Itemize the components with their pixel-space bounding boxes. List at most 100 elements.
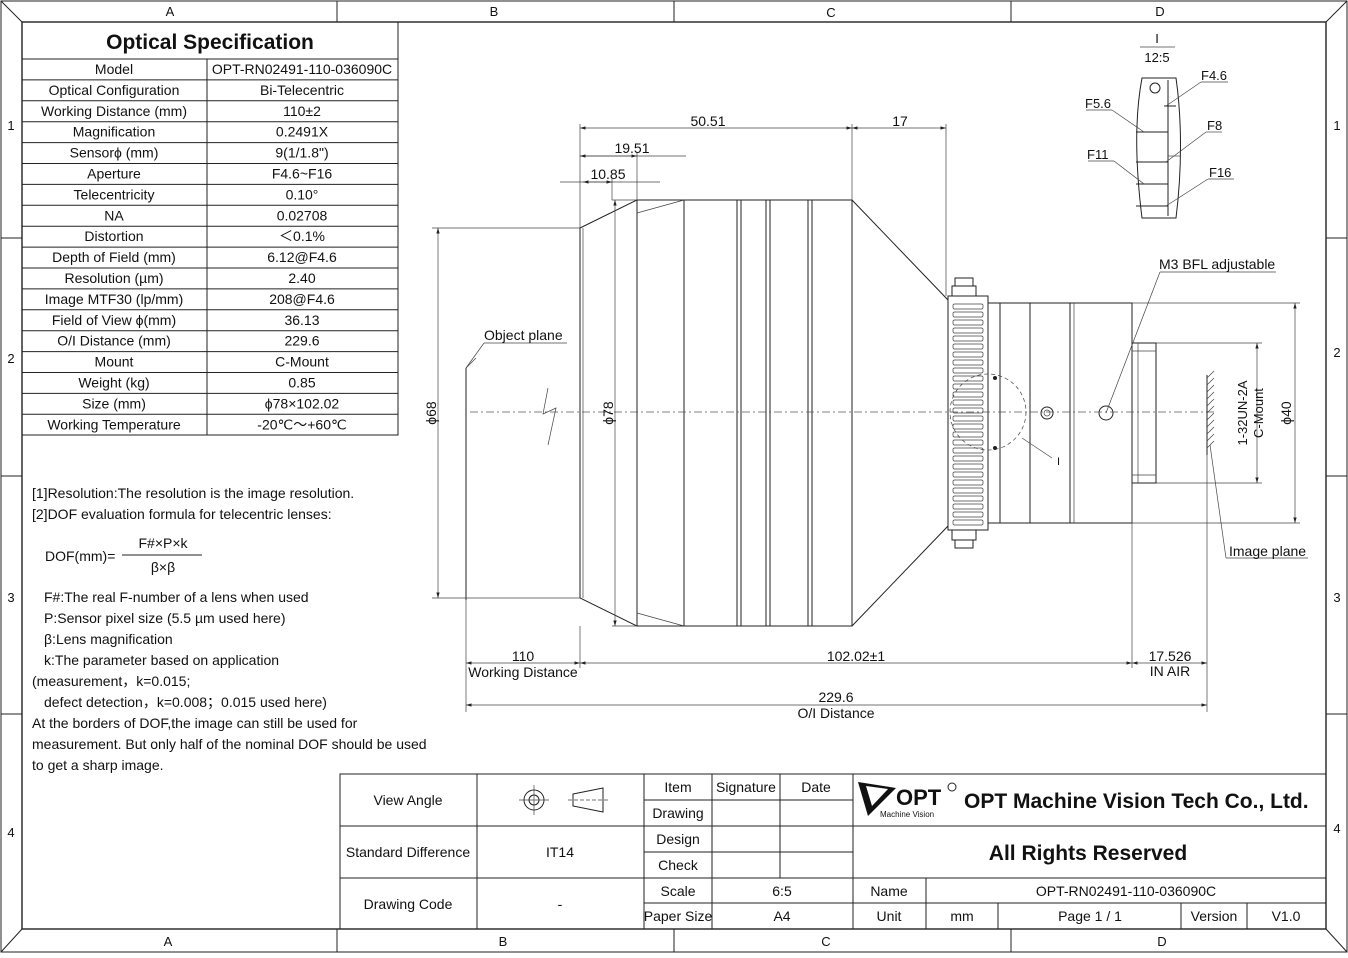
image-plane-label: Image plane: [1229, 543, 1306, 559]
spec-label: Distortion: [84, 228, 143, 244]
spec-value: C-Mount: [275, 354, 329, 370]
in-air-label: IN AIR: [1150, 663, 1190, 679]
working-distance-label: Working Distance: [468, 664, 578, 680]
note-fnumber: F#:The real F-number of a lens when used: [44, 589, 309, 605]
standard-difference-value: IT14: [546, 844, 574, 860]
detail-scale: 12:5: [1144, 50, 1169, 65]
upper-screw: [951, 285, 977, 297]
thread-spec: 1-32UN-2A: [1235, 380, 1250, 445]
spec-label: Depth of Field (mm): [52, 249, 176, 265]
zone-row-1-left: 1: [7, 118, 14, 133]
note-borders-1: At the borders of DOF,the image can stil…: [32, 715, 358, 731]
spec-value: Bi-Telecentric: [260, 82, 344, 98]
note-k: k:The parameter based on application: [44, 652, 279, 668]
design-row-label: Design: [656, 831, 700, 847]
dim-17: 17: [892, 113, 908, 129]
spec-value: 110±2: [283, 103, 321, 119]
spec-label: Mount: [95, 354, 134, 370]
zone-row-3-right: 3: [1333, 590, 1340, 605]
name-label: Name: [870, 883, 908, 899]
spec-value: OPT-RN02491-110-036090C: [212, 61, 392, 77]
notes: [1]Resolution:The resolution is the imag…: [32, 485, 427, 773]
spec-label: Working Distance (mm): [41, 103, 187, 119]
zone-col-c-top: C: [826, 5, 835, 20]
lens-side-view: I: [465, 199, 1215, 627]
spec-label: NA: [104, 207, 124, 223]
detail-ref-label: I: [1057, 456, 1060, 468]
zone-col-b-top: B: [490, 4, 499, 19]
spec-label: Model: [95, 61, 133, 77]
detail-title: I: [1155, 31, 1159, 46]
bfl-label: M3 BFL adjustable: [1159, 256, 1275, 272]
dim-10-85: 10.85: [590, 166, 625, 182]
formula-lhs: DOF(mm)=: [45, 548, 115, 564]
zone-col-d-top: D: [1155, 4, 1164, 19]
lower-screw: [951, 529, 977, 541]
spec-value: ＜0.1%: [279, 228, 325, 244]
oi-distance-label: O/I Distance: [797, 705, 874, 721]
spec-value: 0.02708: [277, 207, 328, 223]
spec-value: 9(1/1.8"): [275, 145, 328, 161]
note-measurement: (measurement，k=0.015;: [32, 673, 190, 689]
note-borders-2: measurement. But only half of the nomina…: [32, 736, 427, 752]
spec-value: 0.85: [288, 375, 315, 391]
zone-col-b-bottom: B: [499, 934, 508, 949]
dimensions: 50.51 17 19.51 10.85 ϕ68 ϕ78 ϕ40 1-32UN-…: [423, 113, 1308, 721]
zone-col-d-bottom: D: [1157, 934, 1166, 949]
zone-row-2-right: 2: [1333, 345, 1340, 360]
spec-label: Field of View ϕ(mm): [52, 312, 176, 328]
spec-label: Image MTF30 (lp/mm): [45, 291, 183, 307]
dim-102: 102.02±1: [827, 648, 886, 664]
dim-19-51: 19.51: [614, 140, 649, 156]
signature-header: Signature: [716, 779, 776, 795]
detail-view: I 12:5 F4.6 F5.6 F8 F11 F16: [1085, 31, 1234, 219]
zone-col-a-bottom: A: [164, 934, 173, 949]
f16-label: F16: [1209, 165, 1231, 180]
spec-label: Sensorϕ (mm): [70, 145, 159, 161]
spec-label: Aperture: [87, 166, 141, 182]
spec-label: O/I Distance (mm): [57, 333, 171, 349]
logo-text: OPT: [896, 785, 942, 810]
name-value: OPT-RN02491-110-036090C: [1036, 883, 1216, 899]
zone-col-c-bottom: C: [821, 934, 830, 949]
opt-logo: OPT Machine Vision: [858, 782, 957, 819]
spec-title: Optical Specification: [106, 31, 314, 54]
bfl-screw: [1098, 405, 1114, 421]
version-label: Version: [1191, 908, 1238, 924]
spec-value: 0.10°: [286, 186, 319, 202]
unit-value: mm: [950, 908, 973, 924]
spec-label: Size (mm): [82, 395, 146, 411]
drawing-code-value: -: [558, 896, 563, 912]
note-resolution: [1]Resolution:The resolution is the imag…: [32, 485, 354, 501]
object-plane-label: Object plane: [484, 327, 563, 343]
spec-value: 0.2491X: [276, 124, 329, 140]
rights-text: All Rights Reserved: [989, 842, 1187, 865]
note-borders-3: to get a sharp image.: [32, 757, 164, 773]
view-angle-label: View Angle: [373, 792, 442, 808]
f46-label: F4.6: [1201, 68, 1227, 83]
page-number: Page 1 / 1: [1058, 908, 1122, 924]
zone-row-4-right: 4: [1333, 821, 1340, 836]
f8-label: F8: [1207, 118, 1222, 133]
drawing-row-label: Drawing: [652, 805, 703, 821]
item-header: Item: [664, 779, 691, 795]
spec-label: Weight (kg): [78, 375, 149, 391]
spec-value: 36.13: [284, 312, 319, 328]
scale-value: 6:5: [772, 883, 792, 899]
f11-label: F11: [1087, 147, 1108, 162]
f56-label: F5.6: [1085, 96, 1111, 111]
spec-label: Telecentricity: [74, 186, 155, 202]
zone-row-4-left: 4: [7, 825, 14, 840]
spec-value: 208@F4.6: [269, 291, 335, 307]
spec-label: Magnification: [73, 124, 156, 140]
spec-value: 229.6: [284, 333, 319, 349]
zone-row-1-right: 1: [1333, 118, 1340, 133]
spec-value: F4.6~F16: [272, 166, 333, 182]
check-row-label: Check: [658, 857, 699, 873]
lock-screw: [1040, 406, 1054, 420]
dia-78: ϕ78: [600, 401, 616, 425]
spec-table: Optical Specification Model OPT-RN02491-1…: [21, 21, 399, 436]
spec-value: ϕ78×102.02: [265, 395, 340, 411]
